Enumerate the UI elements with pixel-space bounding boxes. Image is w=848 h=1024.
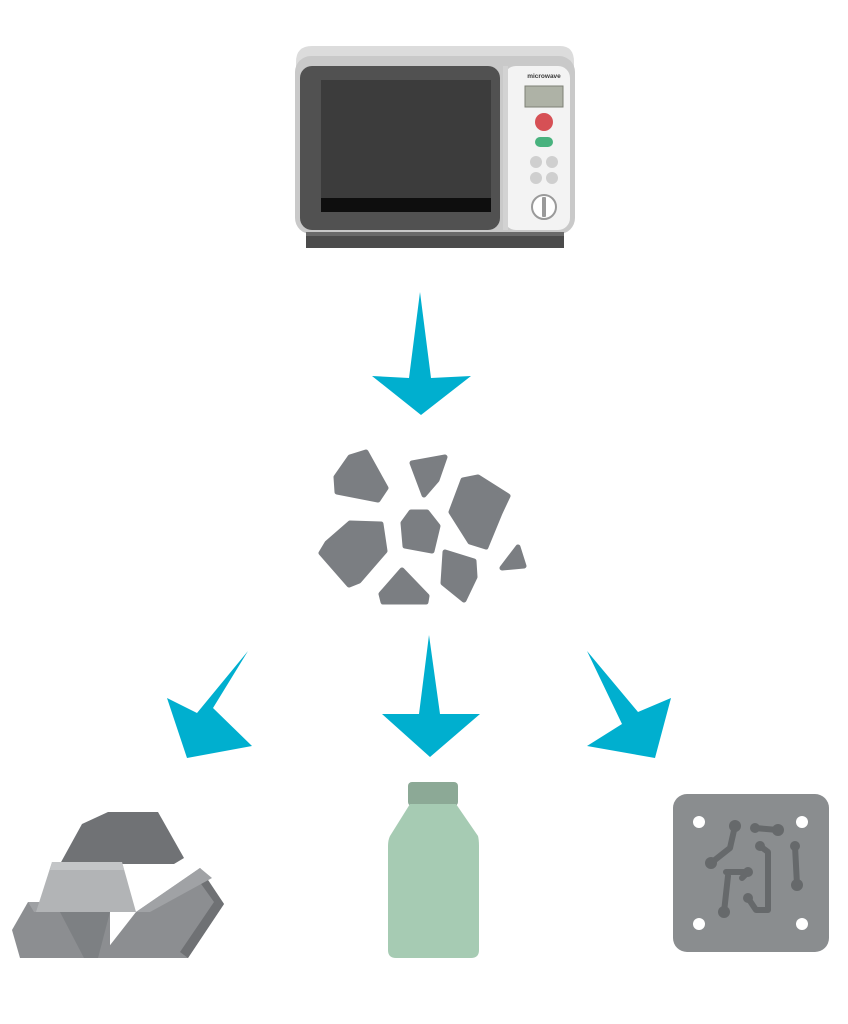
bottle-cap <box>408 782 458 806</box>
fragment <box>378 567 430 605</box>
board-mount-holes <box>693 816 808 930</box>
microwave-green-button <box>535 137 553 147</box>
bottle-body <box>388 804 479 958</box>
fragment <box>318 520 388 588</box>
fragment <box>440 549 478 603</box>
board-solder-pads <box>705 820 803 918</box>
microwave-start-button <box>535 113 553 131</box>
circuit-board-icon <box>673 794 829 952</box>
fragment <box>333 449 389 503</box>
microwave-keypad-button <box>546 172 558 184</box>
arrow-fragments-to-bottle <box>382 635 480 757</box>
fragment <box>448 474 511 550</box>
arrow-microwave-to-fragments <box>372 292 471 415</box>
microwave-keypad-button <box>530 156 542 168</box>
microwave-display <box>524 85 564 108</box>
arrow-fragments-to-ingots <box>167 651 252 758</box>
microwave-icon: microwave <box>295 46 575 248</box>
crushed-fragments-icon <box>318 449 527 605</box>
microwave-keypad-button <box>530 172 542 184</box>
plastic-bottle-icon <box>388 782 479 958</box>
ingot-back <box>60 812 184 864</box>
fragment <box>400 509 441 554</box>
ingot-top-highlight <box>36 862 136 912</box>
metal-ingots-icon <box>12 812 224 958</box>
fragment <box>499 544 527 571</box>
microwave-keypad-button <box>546 156 558 168</box>
microwave-window <box>321 80 491 198</box>
fragment <box>409 454 448 498</box>
microwave-door-bar <box>321 198 491 212</box>
microwave-panel-divider <box>503 66 508 230</box>
arrow-fragments-to-board <box>587 651 671 758</box>
microwave-brand-label: microwave <box>527 73 561 80</box>
